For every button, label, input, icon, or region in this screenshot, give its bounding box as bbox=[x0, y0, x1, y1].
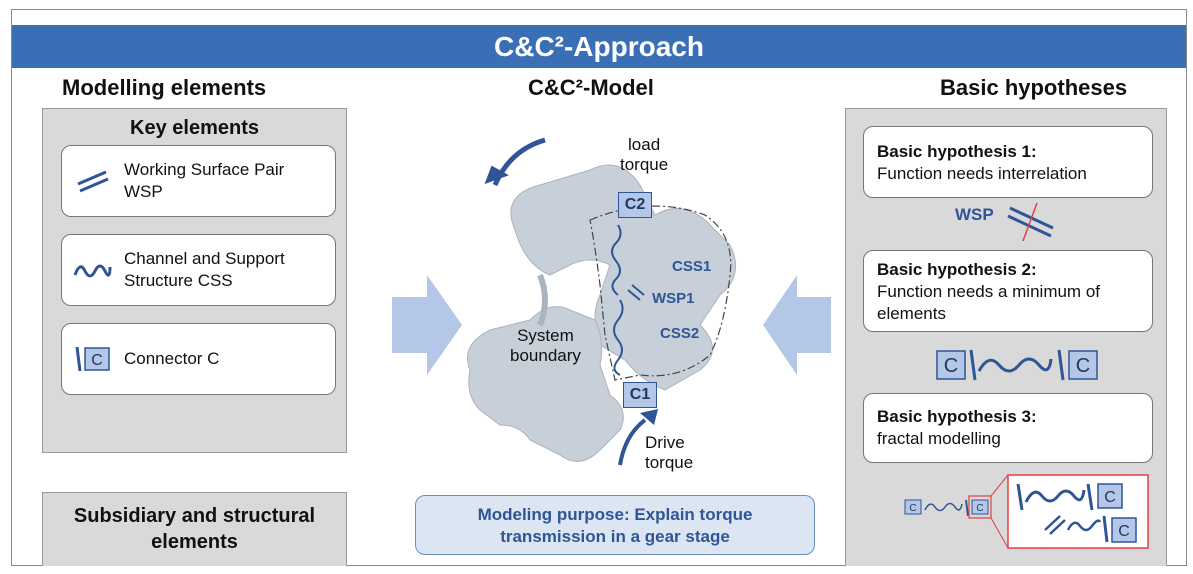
gear-stage-illustration bbox=[467, 137, 737, 466]
hypothesis-2-body-line1: Function needs a minimum of bbox=[877, 282, 1100, 301]
wsp1-label: WSP1 bbox=[652, 290, 695, 307]
connector-icon-letter: C bbox=[91, 352, 103, 369]
drive-torque-line1: Drive bbox=[645, 433, 685, 452]
hypothesis-1-body: Function needs interrelation bbox=[877, 164, 1087, 183]
system-boundary-line2: boundary bbox=[510, 346, 581, 365]
fractal-small-right-letter: C bbox=[976, 503, 983, 514]
subsidiary-line2: elements bbox=[151, 531, 238, 553]
broken-wsp-icon bbox=[1007, 202, 1054, 242]
outer-frame bbox=[11, 9, 1187, 566]
fractal-modelling-icon: C C C C bbox=[904, 474, 1149, 549]
key-elements-title: Key elements bbox=[130, 117, 259, 139]
banner-title: C&C²-Approach bbox=[12, 25, 1186, 68]
purpose-line1: Modeling purpose: Explain torque bbox=[477, 505, 753, 524]
hypothesis-3-title: Basic hypothesis 3: bbox=[877, 407, 1037, 426]
load-torque-line1: load bbox=[628, 135, 661, 154]
wsp-hyp-label: WSP bbox=[955, 205, 994, 224]
connector-label: Connector C bbox=[124, 349, 220, 368]
css-label-line2: Structure CSS bbox=[124, 271, 233, 290]
system-boundary-line1: System bbox=[517, 326, 574, 345]
model-title: C&C²-Model bbox=[528, 75, 654, 100]
hypothesis-2-body-line2: elements bbox=[877, 304, 946, 323]
subsidiary-panel: Subsidiary and structural elements bbox=[42, 492, 347, 566]
fractal-large-bottom-letter: C bbox=[1118, 523, 1130, 540]
css-icon bbox=[73, 264, 112, 278]
css1-label: CSS1 bbox=[672, 258, 712, 275]
left-arrow-icon bbox=[392, 275, 462, 375]
css-label-line1: Channel and Support bbox=[124, 249, 285, 268]
hypothesis-1-card: Basic hypothesis 1: Function needs inter… bbox=[863, 126, 1153, 198]
css2-label: CSS2 bbox=[660, 325, 700, 342]
fractal-large-top-letter: C bbox=[1104, 489, 1116, 506]
connector-icon: C bbox=[75, 346, 110, 372]
wsp-icon bbox=[77, 170, 109, 193]
hypothesis-3-card: Basic hypothesis 3: fractal modelling bbox=[863, 393, 1153, 463]
wsp-label-line2: WSP bbox=[124, 182, 163, 201]
basic-hypotheses-title: Basic hypotheses bbox=[940, 75, 1128, 100]
connector-c2: C2 bbox=[618, 192, 652, 218]
chain-c-left-letter: C bbox=[944, 355, 958, 377]
subsidiary-line1: Subsidiary and structural bbox=[73, 505, 316, 527]
key-element-connector-card: C Connector C bbox=[61, 323, 336, 395]
key-element-wsp-card: Working Surface Pair WSP bbox=[61, 145, 336, 217]
hypothesis-3-body: fractal modelling bbox=[877, 429, 1001, 448]
wsp-label-line1: Working Surface Pair bbox=[124, 160, 285, 179]
modeling-purpose-box: Modeling purpose: Explain torque transmi… bbox=[415, 495, 815, 555]
modelling-elements-title: Modelling elements bbox=[62, 75, 267, 100]
c-css-c-icon: C C bbox=[936, 349, 1098, 381]
connector-c1: C1 bbox=[623, 382, 657, 408]
hypothesis-2-card: Basic hypothesis 2: Function needs a min… bbox=[863, 250, 1153, 332]
chain-c-right-letter: C bbox=[1076, 355, 1090, 377]
right-arrow-icon bbox=[763, 275, 831, 375]
purpose-line2: transmission in a gear stage bbox=[500, 527, 730, 546]
key-element-css-card: Channel and Support Structure CSS bbox=[61, 234, 336, 306]
hypothesis-1-title: Basic hypothesis 1: bbox=[877, 142, 1037, 161]
hypothesis-2-title: Basic hypothesis 2: bbox=[877, 260, 1037, 279]
drive-torque-line2: torque bbox=[645, 453, 694, 472]
load-torque-line2: torque bbox=[620, 155, 669, 174]
fractal-small-left-letter: C bbox=[909, 503, 916, 514]
